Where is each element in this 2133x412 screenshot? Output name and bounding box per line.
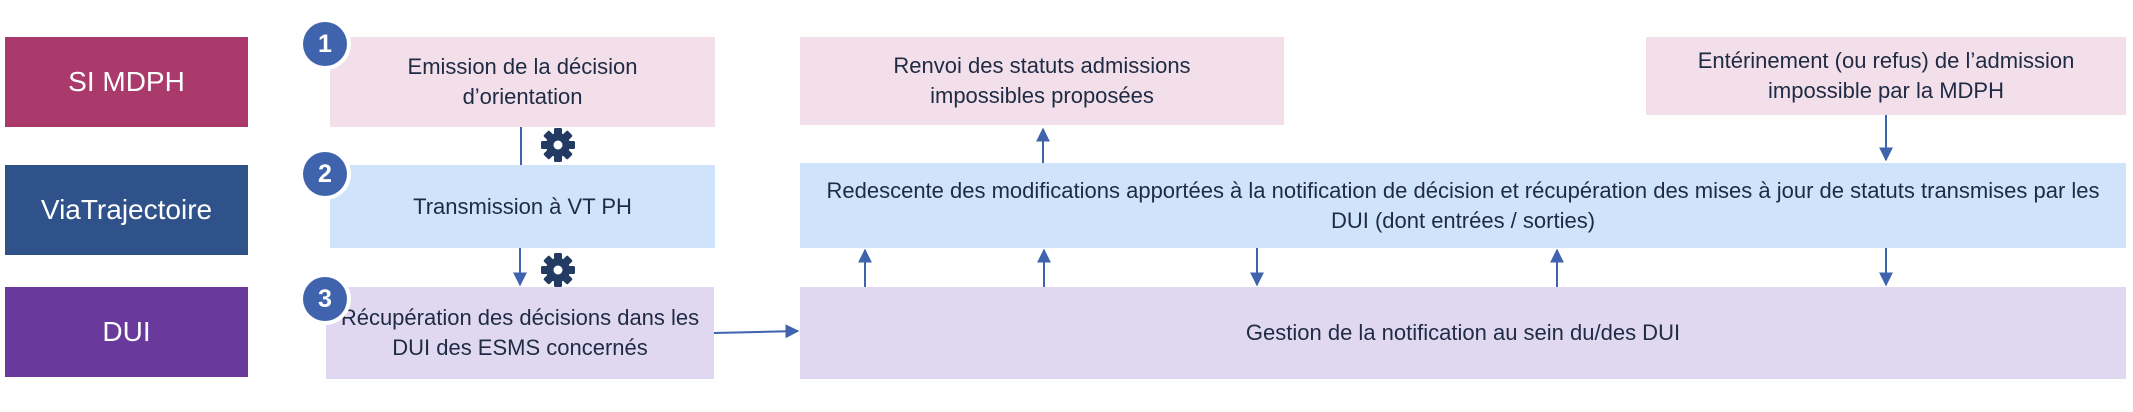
enterinement-text: Entérinement (ou refus) de l’admission i… [1697, 48, 2075, 103]
step2-number: 2 [318, 159, 332, 188]
gestion-text: Gestion de la notification au sein du/de… [1245, 320, 1681, 346]
step1-text: Emission de la décision d’orientation [407, 54, 638, 109]
step1-badge: 1 [303, 22, 347, 66]
step3-text: Récupération des décisions dans les DUI … [340, 305, 700, 360]
lane-viatrajectoire-label: ViaTrajectoire [40, 194, 213, 225]
step3-badge: 3 [303, 277, 347, 321]
gear-icon [541, 128, 575, 162]
redescente-text: Redescente des modifications apportées à… [826, 177, 2100, 233]
gear-icon [541, 253, 575, 287]
lane-dui: DUI [5, 287, 248, 377]
renvoi-box: Renvoi des statuts admissions impossible… [800, 37, 1284, 125]
arrow-step3-gestion [713, 324, 800, 339]
step2-box: Transmission à VT PH [330, 165, 715, 248]
gestion-box: Gestion de la notification au sein du/de… [800, 287, 2126, 379]
step2-badge: 2 [303, 152, 347, 196]
step1-number: 1 [318, 29, 332, 58]
renvoi-text: Renvoi des statuts admissions impossible… [893, 53, 1191, 108]
step1-box: Emission de la décision d’orientation [330, 37, 715, 127]
step2-text: Transmission à VT PH [413, 193, 632, 219]
lane-viatrajectoire: ViaTrajectoire [5, 165, 248, 255]
lane-dui-label: DUI [102, 316, 151, 347]
step3-box: Récupération des décisions dans les DUI … [326, 287, 714, 379]
lane-si-mdph-label: SI MDPH [68, 66, 185, 97]
lane-si-mdph: SI MDPH [5, 37, 248, 127]
redescente-box: Redescente des modifications apportées à… [800, 163, 2126, 248]
step3-number: 3 [318, 284, 332, 313]
enterinement-box: Entérinement (ou refus) de l’admission i… [1646, 37, 2126, 115]
